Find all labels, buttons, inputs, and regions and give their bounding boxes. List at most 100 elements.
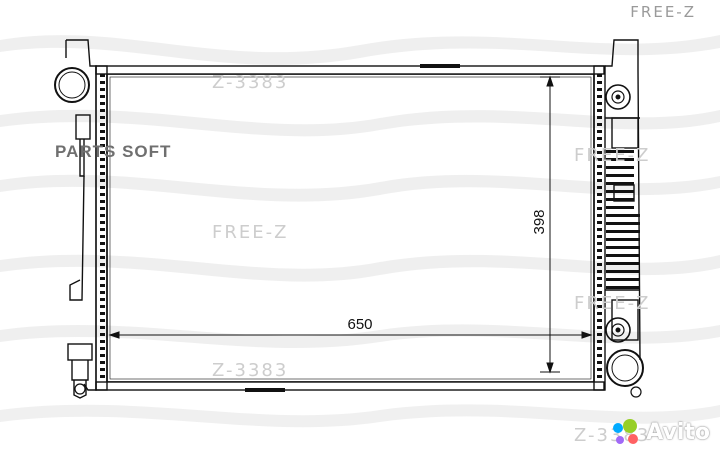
tank-rib xyxy=(606,254,640,257)
tank-tooth xyxy=(100,263,105,266)
tank-tooth xyxy=(100,354,105,357)
tank-tooth xyxy=(597,340,602,343)
watermark-parts-soft: PARTS SOFT xyxy=(55,142,172,161)
tank-tooth xyxy=(100,144,105,147)
tank-tooth xyxy=(100,151,105,154)
tank-tooth xyxy=(597,354,602,357)
tank-tooth xyxy=(597,326,602,329)
left-tank xyxy=(65,39,108,399)
bottom-rail xyxy=(95,381,605,391)
tank-tooth xyxy=(100,102,105,105)
width-dimension xyxy=(108,331,593,339)
tank-tooth xyxy=(597,137,602,140)
tank-tooth xyxy=(597,333,602,336)
tank-rib xyxy=(606,286,640,289)
tank-tooth xyxy=(100,158,105,161)
tank-tooth xyxy=(597,144,602,147)
tank-tooth xyxy=(597,179,602,182)
tank-tooth xyxy=(597,361,602,364)
tank-tooth xyxy=(597,249,602,252)
avito-badge[interactable]: Avito xyxy=(611,418,710,446)
tank-rib xyxy=(606,246,640,249)
right-drain-ring xyxy=(630,386,642,398)
tank-tooth xyxy=(597,207,602,210)
watermark-code-bottom: Z-3383 xyxy=(212,360,289,381)
tank-tooth xyxy=(100,130,105,133)
tank-tooth xyxy=(100,319,105,322)
tank-tooth xyxy=(100,200,105,203)
tank-tooth xyxy=(100,270,105,273)
tank-tooth xyxy=(597,193,602,196)
left-tank-teeth xyxy=(100,74,105,378)
tank-tooth xyxy=(597,312,602,315)
tank-tooth xyxy=(100,172,105,175)
tank-tooth xyxy=(100,235,105,238)
tank-tooth xyxy=(597,81,602,84)
tank-rib xyxy=(606,270,640,273)
tank-tooth xyxy=(597,74,602,77)
tank-tooth xyxy=(597,200,602,203)
tank-tooth xyxy=(100,347,105,350)
height-dimension xyxy=(540,75,560,374)
tank-tooth xyxy=(597,214,602,217)
tank-tooth xyxy=(100,74,105,77)
tank-tooth xyxy=(100,95,105,98)
tank-tooth xyxy=(100,179,105,182)
tank-tooth xyxy=(100,361,105,364)
tank-tooth xyxy=(597,368,602,371)
height-dimension-label: 398 xyxy=(531,209,548,234)
tank-tooth xyxy=(597,130,602,133)
right-lower-port xyxy=(605,317,631,343)
tank-tooth xyxy=(100,228,105,231)
tank-tooth xyxy=(597,298,602,301)
tank-tooth xyxy=(100,186,105,189)
tank-tooth xyxy=(100,256,105,259)
tank-rib xyxy=(606,198,634,201)
tank-tooth xyxy=(597,228,602,231)
left-drain-ring xyxy=(74,383,86,395)
tank-rib xyxy=(606,174,634,177)
watermark-brand-top: FREE-Z xyxy=(630,3,696,21)
tank-tooth xyxy=(100,193,105,196)
tank-rib xyxy=(606,262,640,265)
right-outlet-pipe xyxy=(606,349,644,387)
tank-rib xyxy=(606,278,640,281)
tank-tooth xyxy=(597,347,602,350)
tank-tooth xyxy=(597,270,602,273)
watermark-brand-right-upper: FREE-Z xyxy=(574,145,651,166)
tank-tooth xyxy=(597,109,602,112)
tank-tooth xyxy=(597,235,602,238)
tank-tooth xyxy=(100,109,105,112)
tank-rib xyxy=(606,222,640,225)
watermark-brand-right-lower: FREE-Z xyxy=(574,293,651,314)
tank-tooth xyxy=(597,102,602,105)
tank-rib xyxy=(606,214,640,217)
tank-tooth xyxy=(597,242,602,245)
core-inner-border xyxy=(109,76,592,380)
right-tank-fins xyxy=(597,74,640,378)
tank-tooth xyxy=(597,277,602,280)
right-upper-port xyxy=(605,84,631,110)
tank-rib xyxy=(606,158,634,161)
tank-tooth xyxy=(597,123,602,126)
tank-rib xyxy=(606,206,634,209)
tank-tooth xyxy=(100,165,105,168)
tank-tooth xyxy=(100,326,105,329)
tank-tooth xyxy=(100,116,105,119)
tank-tooth xyxy=(597,158,602,161)
tank-tooth xyxy=(100,298,105,301)
tank-tooth xyxy=(597,95,602,98)
tank-rib xyxy=(606,190,634,193)
tank-tooth xyxy=(597,291,602,294)
tank-tooth xyxy=(597,305,602,308)
tank-tooth xyxy=(100,221,105,224)
tank-tooth xyxy=(597,284,602,287)
width-dimension-label: 650 xyxy=(347,316,372,333)
tank-tooth xyxy=(597,319,602,322)
tank-tooth xyxy=(100,375,105,378)
tank-rib xyxy=(606,182,634,185)
tank-tooth xyxy=(100,249,105,252)
tank-tooth xyxy=(100,368,105,371)
tank-tooth xyxy=(100,340,105,343)
